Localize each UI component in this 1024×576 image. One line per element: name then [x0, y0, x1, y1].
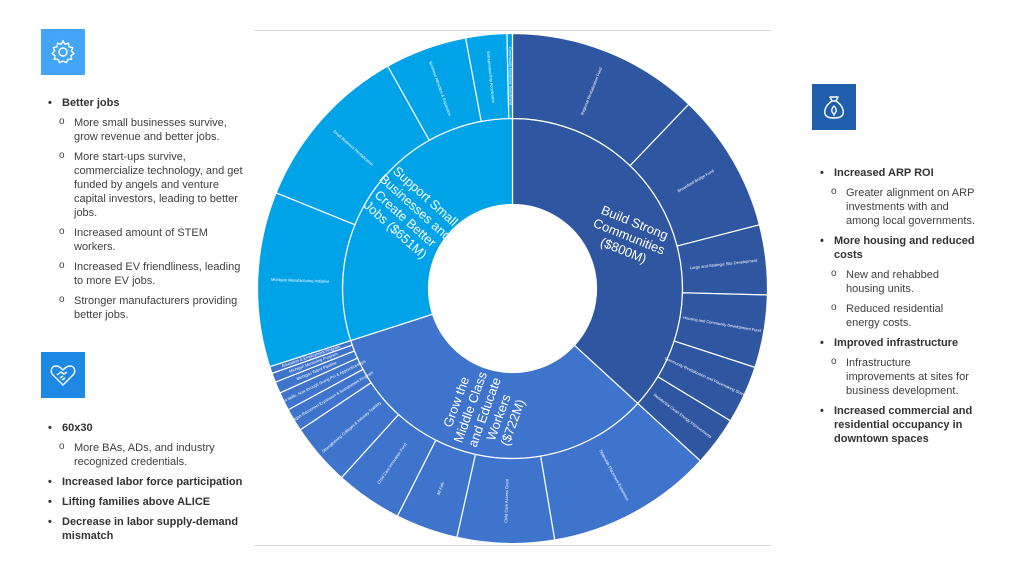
section-heading: Increased commercial and residential occ… [817, 404, 977, 446]
section-heading: More housing and reduced costs [817, 234, 977, 262]
list-item: More start-ups survive, commercialize te… [45, 149, 250, 220]
sixty-by-thirty-list: 60x30 More BAs, ADs, and industry recogn… [45, 421, 260, 549]
list-item: Reduced residential energy costs. [817, 301, 977, 330]
list-item: Increased amount of STEM workers. [45, 225, 250, 254]
list-item: Lifting families above ALICE [45, 495, 260, 509]
better-jobs-list: Better jobs More small businesses surviv… [45, 96, 250, 328]
list-item: New and rehabbed housing units. [817, 267, 977, 296]
right-outcomes-list: Increased ARP ROI Greater alignment on A… [817, 166, 977, 452]
list-item: More BAs, ADs, and industry recognized c… [45, 440, 260, 469]
bottom-divider [254, 545, 771, 546]
list-item: More small businesses survive, grow reve… [45, 115, 250, 144]
section-heading: Increased ARP ROI [817, 166, 977, 180]
list-item: Greater alignment on ARP investments wit… [817, 185, 977, 228]
sixty-by-thirty-heading: 60x30 [45, 421, 260, 435]
list-item: Increased labor force participation [45, 475, 260, 489]
list-item: Stronger manufacturers providing better … [45, 293, 250, 322]
list-item: Increased EV friendliness, leading to mo… [45, 259, 250, 288]
gear-icon-box [41, 29, 85, 75]
outer-segment-label: Michigan Manufacturing Initiative [271, 277, 330, 284]
heart-handshake-icon [50, 365, 76, 386]
sunburst-center [428, 204, 597, 373]
section-heading: Improved infrastructure [817, 336, 977, 350]
better-jobs-heading: Better jobs [45, 96, 250, 110]
money-bag-icon [824, 96, 844, 119]
outer-segment-label: Entrepreneurship Accelerator [486, 51, 496, 104]
outer-segment-label: Child Care Access Grant [503, 478, 509, 523]
money-bag-icon-box [812, 84, 856, 130]
outer-segment [506, 32, 514, 120]
gear-icon [50, 39, 76, 64]
list-item: Infrastructure improvements at sites for… [817, 355, 977, 398]
list-item: Decrease in labor supply-demand mismatch [45, 515, 260, 543]
top-divider [254, 30, 771, 31]
outer-segment-label: MI Kids [436, 481, 445, 495]
heart-handshake-icon-box [41, 352, 85, 398]
outer-segment-label: Community Business Investment [508, 47, 514, 106]
